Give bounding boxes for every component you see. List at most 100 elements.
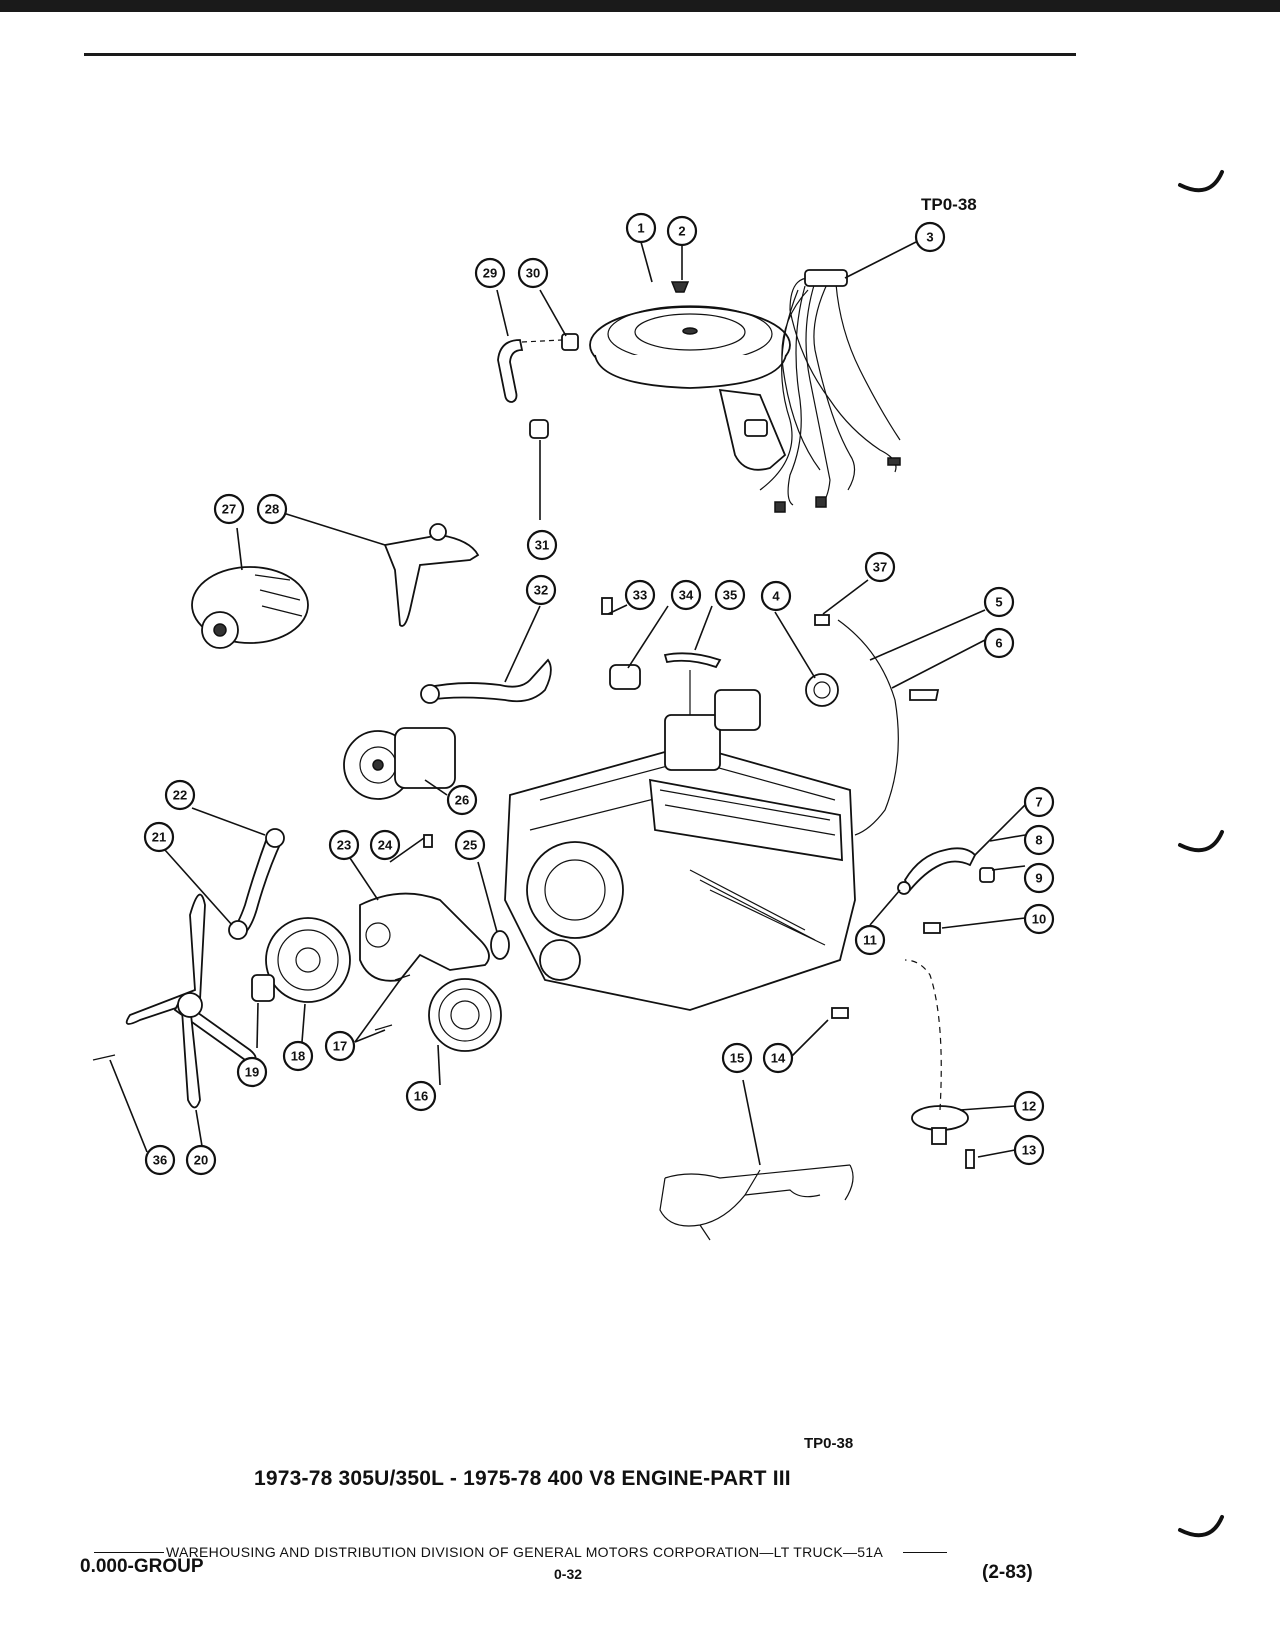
binding-hook-1 [1178,170,1224,193]
svg-text:36: 36 [153,1153,167,1168]
svg-text:13: 13 [1022,1143,1036,1158]
callout-12: 12 [1013,1090,1045,1122]
callout-37: 37 [864,551,896,583]
callout-33: 33 [624,579,656,611]
wire-harness-part [659,1164,854,1241]
callout-18: 18 [282,1040,314,1072]
svg-text:15: 15 [730,1051,744,1066]
wing-nut-part [670,281,690,293]
vacuum-fitting-part [609,652,722,690]
svg-text:8: 8 [1035,833,1042,848]
water-pump-part [359,892,510,982]
svg-text:16: 16 [414,1089,428,1104]
callout-11: 11 [854,924,886,956]
callout-20: 20 [185,1144,217,1176]
svg-text:12: 12 [1022,1099,1036,1114]
svg-text:2: 2 [678,224,685,239]
callout-7: 7 [1023,786,1055,818]
callout-21: 21 [143,821,175,853]
generator-bracket-part [383,523,480,627]
callout-29: 29 [474,257,506,289]
svg-text:3: 3 [926,230,933,245]
svg-text:14: 14 [771,1051,786,1066]
header-rule [84,53,1076,56]
power-steering-pump-part [343,727,456,800]
svg-text:34: 34 [679,588,694,603]
callout-19: 19 [236,1056,268,1088]
figure-title: 1973-78 305U/350L - 1975-78 400 V8 ENGIN… [254,1467,791,1490]
fan-part [125,893,257,1109]
callout-13: 13 [1013,1134,1045,1166]
callout-2: 2 [666,215,698,247]
footer-group: 0.000-GROUP [80,1556,204,1577]
svg-text:27: 27 [222,502,236,517]
footer-revision: (2-83) [982,1562,1033,1583]
bypass-hose-part [897,847,995,895]
thermostat-housing-part [904,959,969,1145]
footer-rule-left [94,1552,164,1553]
fan-spacer-part [251,974,275,1002]
callout-1: 1 [625,212,657,244]
svg-text:10: 10 [1032,912,1046,927]
callout-32: 32 [525,574,557,606]
callout-8: 8 [1023,824,1055,856]
callout-24: 24 [369,829,401,861]
oil-filler-cap-part [805,673,839,707]
radiator-hose-part [228,828,285,940]
callout-15: 15 [721,1042,753,1074]
callout-23: 23 [328,829,360,861]
footer-page-number: 0-32 [554,1566,583,1582]
svg-text:30: 30 [526,266,540,281]
small-bolts-part [92,597,975,1169]
svg-text:23: 23 [337,838,351,853]
svg-text:21: 21 [152,830,166,845]
callout-6: 6 [983,627,1015,659]
heater-hose-part [420,658,552,704]
svg-text:4: 4 [772,589,780,604]
callout-30: 30 [517,257,549,289]
svg-text:25: 25 [463,838,477,853]
svg-text:26: 26 [455,793,469,808]
binding-hook-3 [1178,1515,1224,1538]
svg-text:6: 6 [995,636,1002,651]
air-cleaner-part [589,305,791,471]
callout-27: 27 [213,493,245,525]
callout-17: 17 [324,1030,356,1062]
engine-block-part [504,670,856,1011]
footer-publisher-text: WAREHOUSING AND DISTRIBUTION DIVISION OF… [166,1544,884,1560]
footer-publisher-line: WAREHOUSING AND DISTRIBUTION DIVISION OF… [94,1544,948,1560]
spark-plug-wires-part [759,269,901,513]
callout-14: 14 [762,1042,794,1074]
callout-10: 10 [1023,903,1055,935]
svg-text:18: 18 [291,1049,305,1064]
callout-36: 36 [144,1144,176,1176]
figure-code-top: TP0-38 [921,195,977,214]
callout-22: 22 [164,779,196,811]
svg-text:22: 22 [173,788,187,803]
callout-3: 3 [914,221,946,253]
crankshaft-pulley-part [428,978,502,1052]
top-border-bar [0,0,1280,12]
callout-31: 31 [526,529,558,561]
svg-text:24: 24 [378,838,393,853]
svg-text:28: 28 [265,502,279,517]
svg-text:19: 19 [245,1065,259,1080]
pcv-hose-part [497,333,579,439]
svg-text:31: 31 [535,538,549,553]
svg-text:33: 33 [633,588,647,603]
binding-hook-2 [1178,830,1224,853]
svg-text:9: 9 [1035,871,1042,886]
callout-4: 4 [760,580,792,612]
callout-5: 5 [983,586,1015,618]
svg-text:37: 37 [873,560,887,575]
svg-text:5: 5 [995,595,1002,610]
footer-rule-right [903,1552,948,1553]
svg-text:1: 1 [637,221,644,236]
svg-text:11: 11 [863,933,877,948]
callout-35: 35 [714,579,746,611]
callout-28: 28 [256,493,288,525]
svg-text:20: 20 [194,1153,208,1168]
callout-9: 9 [1023,862,1055,894]
generator-part [191,566,309,649]
